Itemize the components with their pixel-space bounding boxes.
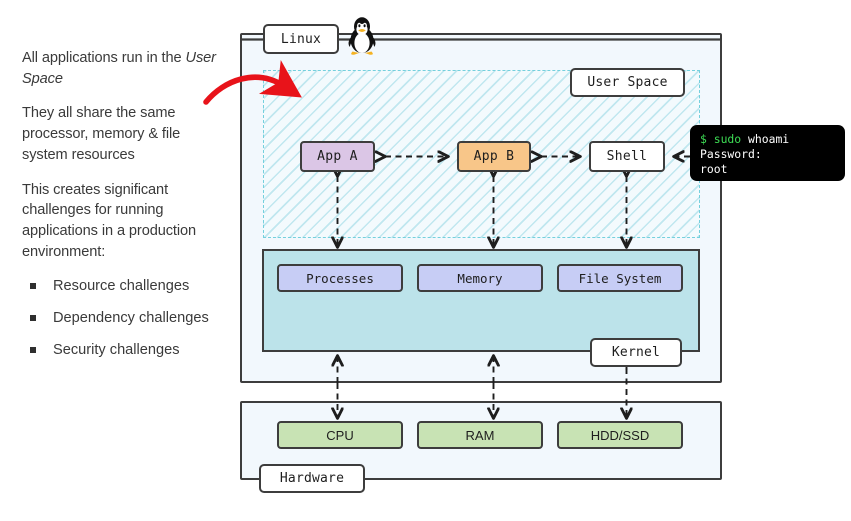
hardware-storage-box[interactable]: HDD/SSD: [557, 421, 683, 449]
kernel-file-system-box[interactable]: File System: [557, 264, 683, 292]
hardware-cpu-box[interactable]: CPU: [277, 421, 403, 449]
list-item-label: Security challenges: [53, 341, 180, 358]
terminal-sudo-keyword: sudo: [713, 132, 742, 146]
kernel-processes-box[interactable]: Processes: [277, 264, 403, 292]
kernel-memory-box[interactable]: Memory: [417, 264, 543, 292]
app-b-box[interactable]: App B: [457, 141, 531, 172]
explanatory-text-column: All applications run in the User Space T…: [22, 48, 227, 372]
list-item-label: Dependency challenges: [53, 310, 209, 327]
paragraph-1-emphasis: User Space: [22, 50, 216, 87]
hardware-label-tag: Hardware: [259, 464, 365, 493]
terminal-line-1: $ sudo whoami: [700, 132, 845, 147]
terminal-prompt-symbol: $: [700, 132, 707, 146]
hardware-ram-box[interactable]: RAM: [417, 421, 543, 449]
list-item: Dependency challenges: [22, 308, 227, 329]
list-item-label: Resource challenges: [53, 278, 190, 295]
user-space-label-tag: User Space: [570, 68, 685, 97]
paragraph-2: They all share the same processor, memor…: [22, 105, 181, 163]
paragraph-3: This creates significant challenges for …: [22, 181, 197, 260]
terminal-window[interactable]: $ sudo whoami Password: root: [690, 125, 845, 181]
shell-box[interactable]: Shell: [589, 141, 665, 172]
app-a-box[interactable]: App A: [300, 141, 375, 172]
linux-penguin-icon: [348, 17, 376, 55]
linux-label-tag: Linux: [263, 24, 339, 54]
terminal-line-2: Password:: [700, 147, 762, 162]
bullet-square-icon: [30, 346, 36, 353]
bullet-square-icon: [30, 315, 36, 322]
bullet-square-icon: [30, 283, 36, 290]
list-item: Security challenges: [22, 340, 227, 361]
challenges-list: Resource challenges Dependency challenge…: [22, 276, 227, 360]
kernel-label-tag: Kernel: [590, 338, 682, 367]
terminal-line-3: root: [700, 162, 728, 177]
list-item: Resource challenges: [22, 276, 227, 297]
paragraph-1: All applications run in the User Space: [22, 48, 227, 89]
paragraph-1-lead: All applications run in the: [22, 50, 186, 66]
terminal-command: whoami: [748, 132, 790, 146]
